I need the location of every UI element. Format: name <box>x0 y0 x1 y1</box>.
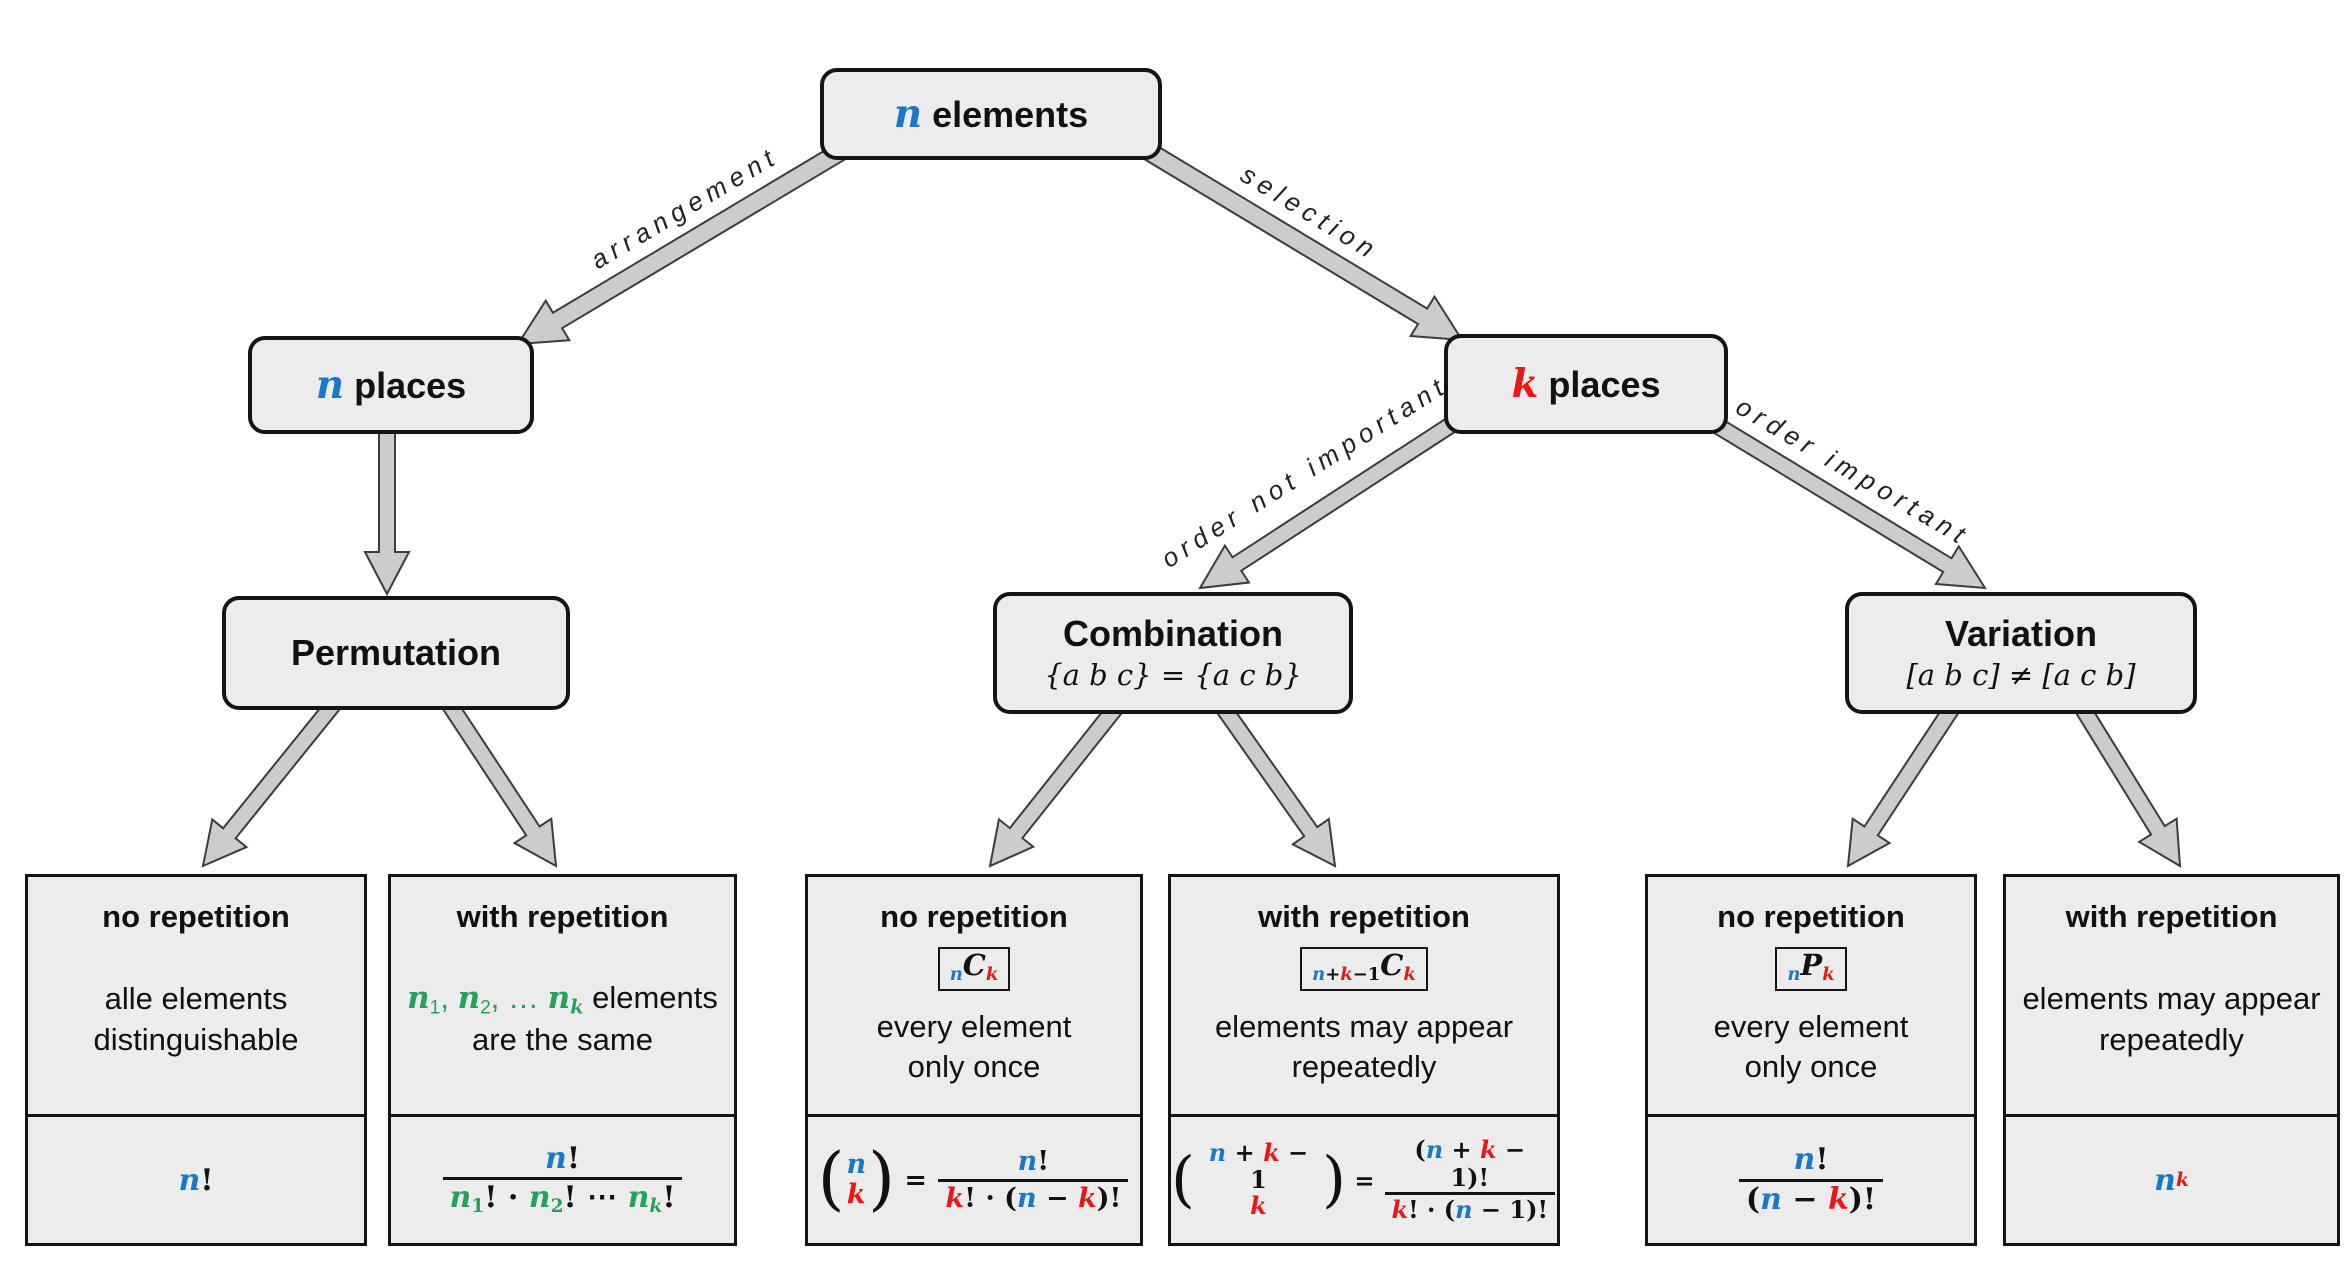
leaf-formula: n!n1! · n2! ⋯ nk! <box>391 1114 734 1243</box>
leaf-title: with repetition <box>2065 899 2278 934</box>
notation-n+k-1Ck: n+k−1Ck <box>1300 947 1428 991</box>
node-combination-subtitle: {a b c} = {a c b} <box>1044 657 1302 692</box>
node-permutation: Permutation <box>222 596 570 710</box>
node-variation-subtitle: [a b c] ≠ [a c b] <box>1906 657 2136 692</box>
node-combination: Combination {a b c} = {a c b} <box>993 592 1353 714</box>
leaf-body: with repetition n+k−1Ck elements may app… <box>1171 877 1557 1114</box>
leaf-title: no repetition <box>1717 899 1905 934</box>
node-n-places-label: n places <box>315 361 467 408</box>
node-n-elements-label: n elements <box>893 90 1089 137</box>
node-n-elements: n elements <box>820 68 1162 160</box>
node-combination-title: Combination <box>1063 613 1283 655</box>
leaf-combination-with-repetition: with repetition n+k−1Ck elements may app… <box>1168 874 1560 1246</box>
notation-nPk: nPk <box>1775 947 1847 991</box>
node-variation-title: Variation <box>1944 613 2098 655</box>
node-n-places: n places <box>248 336 534 434</box>
leaf-formula: n!(n − k)! <box>1648 1114 1974 1243</box>
leaf-formula: n! <box>28 1114 364 1243</box>
node-k-places-label: k places <box>1511 360 1661 407</box>
node-variation: Variation [a b c] ≠ [a c b] <box>1845 592 2197 714</box>
leaf-title: with repetition <box>1258 899 1470 934</box>
leaf-title: with repetition <box>456 899 669 934</box>
leaf-title: no repetition <box>102 899 290 934</box>
notation-nCk: nCk <box>937 947 1011 991</box>
node-permutation-title: Permutation <box>290 632 502 674</box>
leaf-title: no repetition <box>880 899 1068 934</box>
node-k-places: k places <box>1444 334 1728 434</box>
